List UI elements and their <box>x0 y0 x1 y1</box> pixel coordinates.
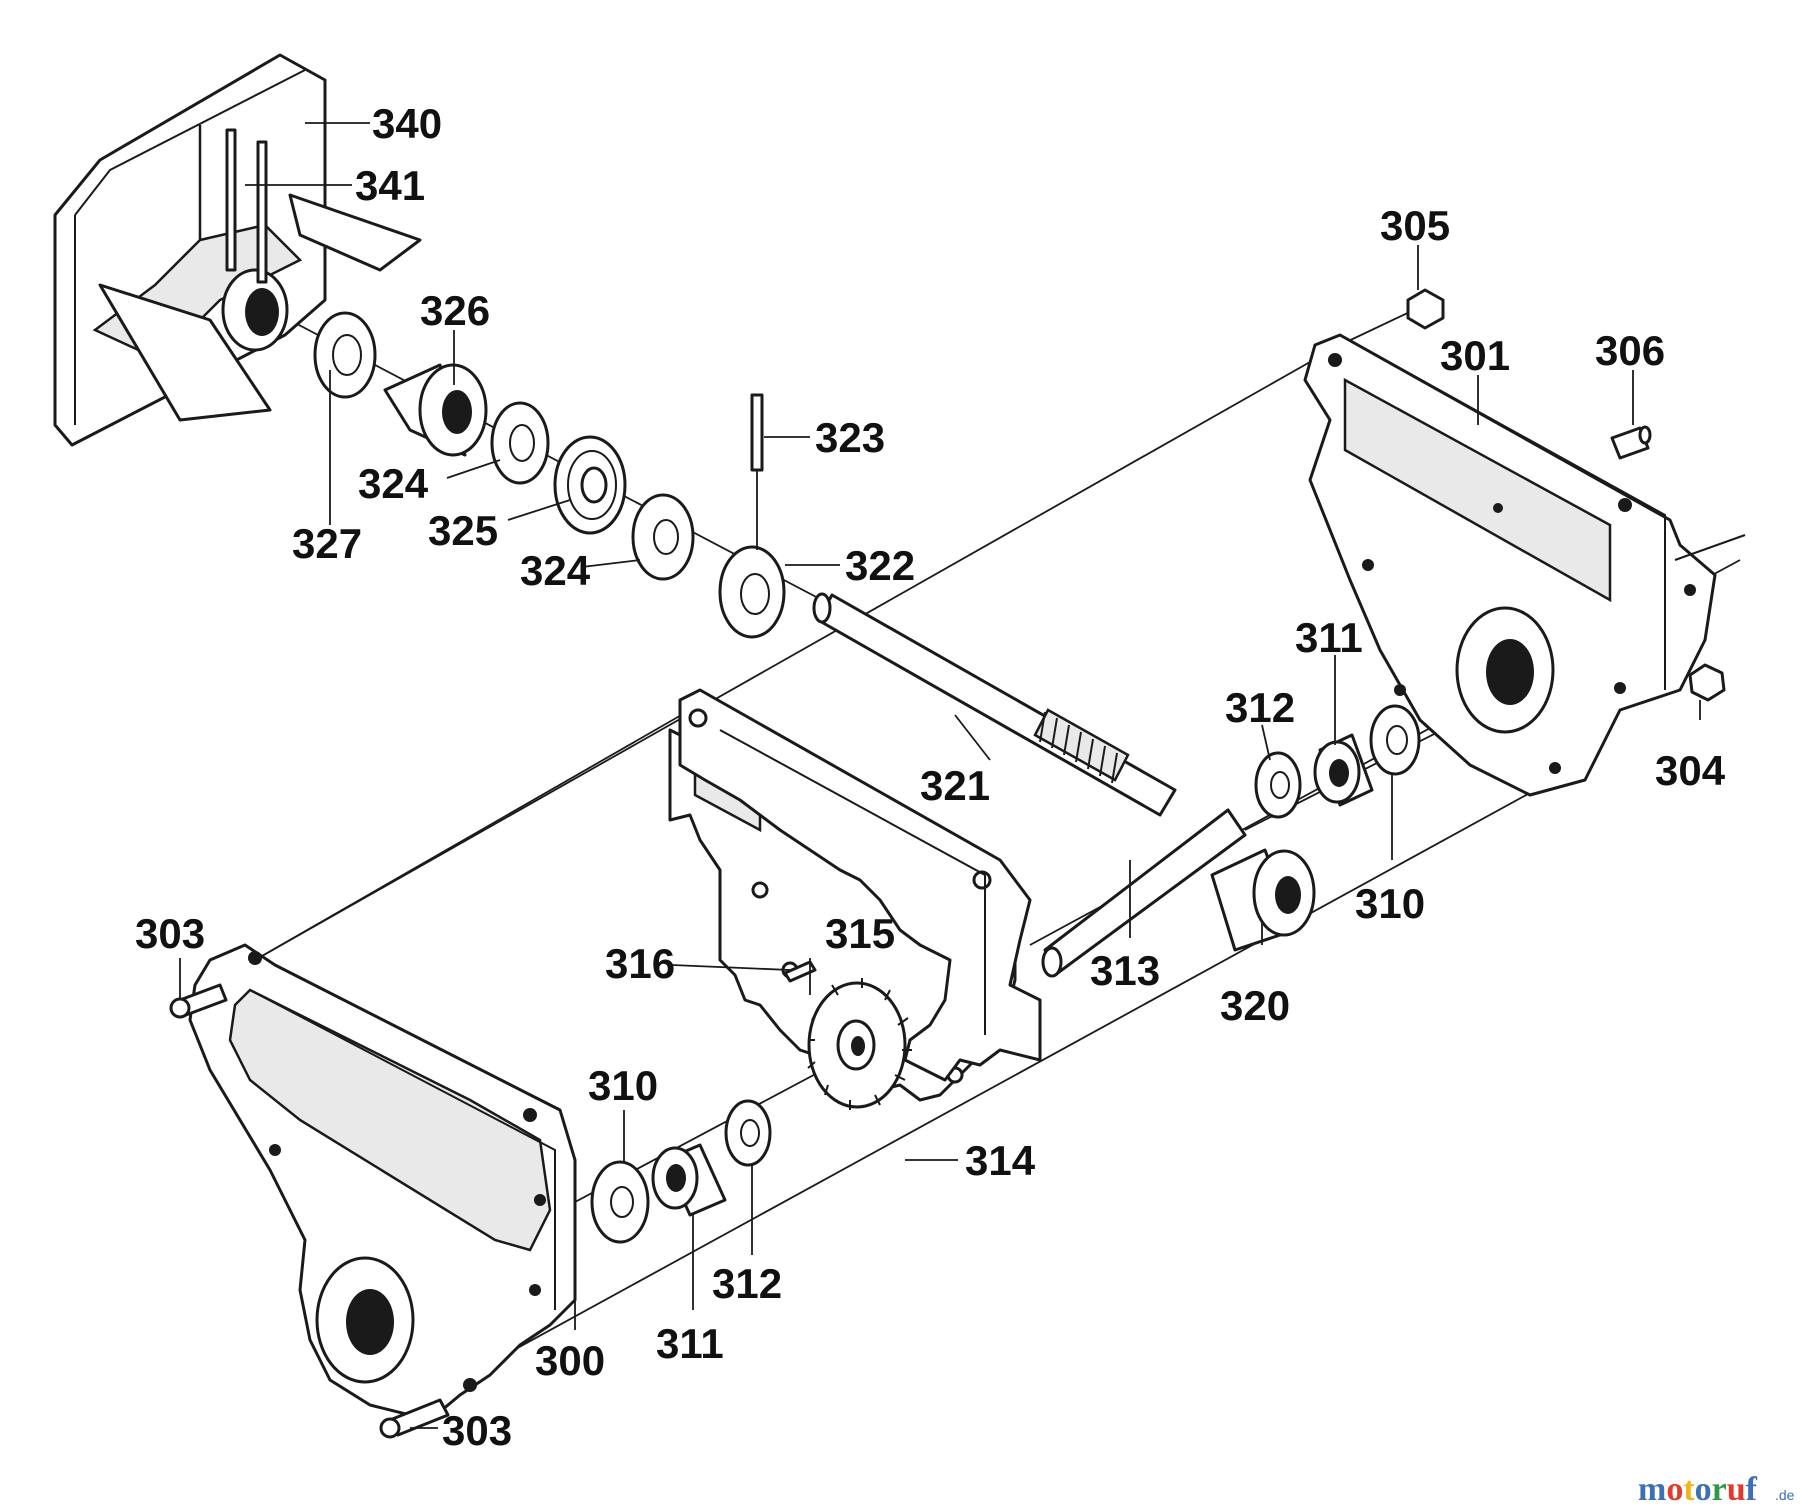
label-310-left: 310 <box>588 1062 658 1109</box>
screw-303-upper-part <box>169 983 228 1019</box>
label-326: 326 <box>420 287 490 334</box>
label-325: 325 <box>428 507 498 554</box>
label-324-lower: 324 <box>520 547 591 594</box>
gear-315-part <box>807 978 912 1110</box>
label-301: 301 <box>1440 332 1510 379</box>
label-311-left: 311 <box>656 1320 724 1367</box>
screw-303-lower-part <box>379 1398 450 1439</box>
logo-letter: m <box>1638 1471 1666 1508</box>
label-315: 315 <box>825 910 895 957</box>
washer-324-lower-part <box>631 493 695 581</box>
right-bushing-311-part <box>1313 733 1374 807</box>
part-number-labels: 340 341 326 327 324 325 324 323 322 305 … <box>135 100 1726 1454</box>
worm-thread <box>1033 708 1130 784</box>
washer-327-part <box>313 311 377 399</box>
callout-leaders <box>179 122 1701 1429</box>
logo-letter: r <box>1712 1471 1727 1508</box>
left-bushing-311-part <box>651 1143 727 1217</box>
key-316-part <box>783 960 817 983</box>
grease-fitting-306-part <box>1610 425 1652 460</box>
left-washer-312-part <box>724 1099 772 1167</box>
gearbox-half-300-part <box>188 943 577 1422</box>
frame-plate-part <box>678 688 1042 1082</box>
label-312-right: 312 <box>1225 684 1295 731</box>
logo-letter: u <box>1727 1471 1746 1508</box>
label-305: 305 <box>1380 202 1450 249</box>
label-341: 341 <box>355 162 425 209</box>
nut-304-part <box>1688 663 1726 702</box>
nut-305-part <box>1406 288 1445 330</box>
worm-shaft-321-part <box>812 592 1177 817</box>
logo-letter: o <box>1666 1471 1683 1508</box>
logo-tld-text: .de <box>1775 1487 1795 1503</box>
thrust-bearing-325-part <box>553 435 627 535</box>
right-washer-310-part <box>1369 704 1421 776</box>
label-323: 323 <box>815 414 885 461</box>
label-316: 316 <box>605 940 675 987</box>
logo-letter: t <box>1683 1471 1695 1508</box>
shaft-313-part <box>1041 808 1247 978</box>
label-310-right: 310 <box>1355 880 1425 927</box>
label-322: 322 <box>845 542 915 589</box>
right-washer-312-part <box>1254 751 1302 819</box>
label-300: 300 <box>535 1337 605 1384</box>
label-311-right: 311 <box>1295 614 1363 661</box>
upper-shaft-components <box>313 311 786 639</box>
left-washer-310-part <box>590 1160 650 1244</box>
pin-323-part <box>750 393 764 550</box>
label-304: 304 <box>1655 747 1726 794</box>
label-312-left: 312 <box>712 1260 782 1307</box>
label-321: 321 <box>920 762 990 809</box>
label-314: 314 <box>965 1137 1036 1184</box>
logo-brand-text: motoruf <box>1638 1471 1758 1508</box>
label-313: 313 <box>1090 947 1160 994</box>
label-320: 320 <box>1220 982 1290 1029</box>
label-327: 327 <box>292 520 362 567</box>
logo-letter: f <box>1746 1471 1758 1508</box>
label-306: 306 <box>1595 327 1665 374</box>
label-324-upper: 324 <box>358 460 429 507</box>
washer-324-upper-part <box>490 401 550 485</box>
collar-322-part <box>718 545 786 639</box>
bushing-326-part <box>383 363 488 457</box>
label-303-lower: 303 <box>442 1407 512 1454</box>
gearbox-half-301-part <box>1303 333 1746 797</box>
motoruf-logo: motoruf .de <box>1638 1471 1795 1508</box>
logo-letter: o <box>1695 1471 1712 1508</box>
label-303-upper: 303 <box>135 910 205 957</box>
impeller-housing-part <box>53 53 422 447</box>
bushing-320-part <box>1210 848 1316 952</box>
label-340: 340 <box>372 100 442 147</box>
